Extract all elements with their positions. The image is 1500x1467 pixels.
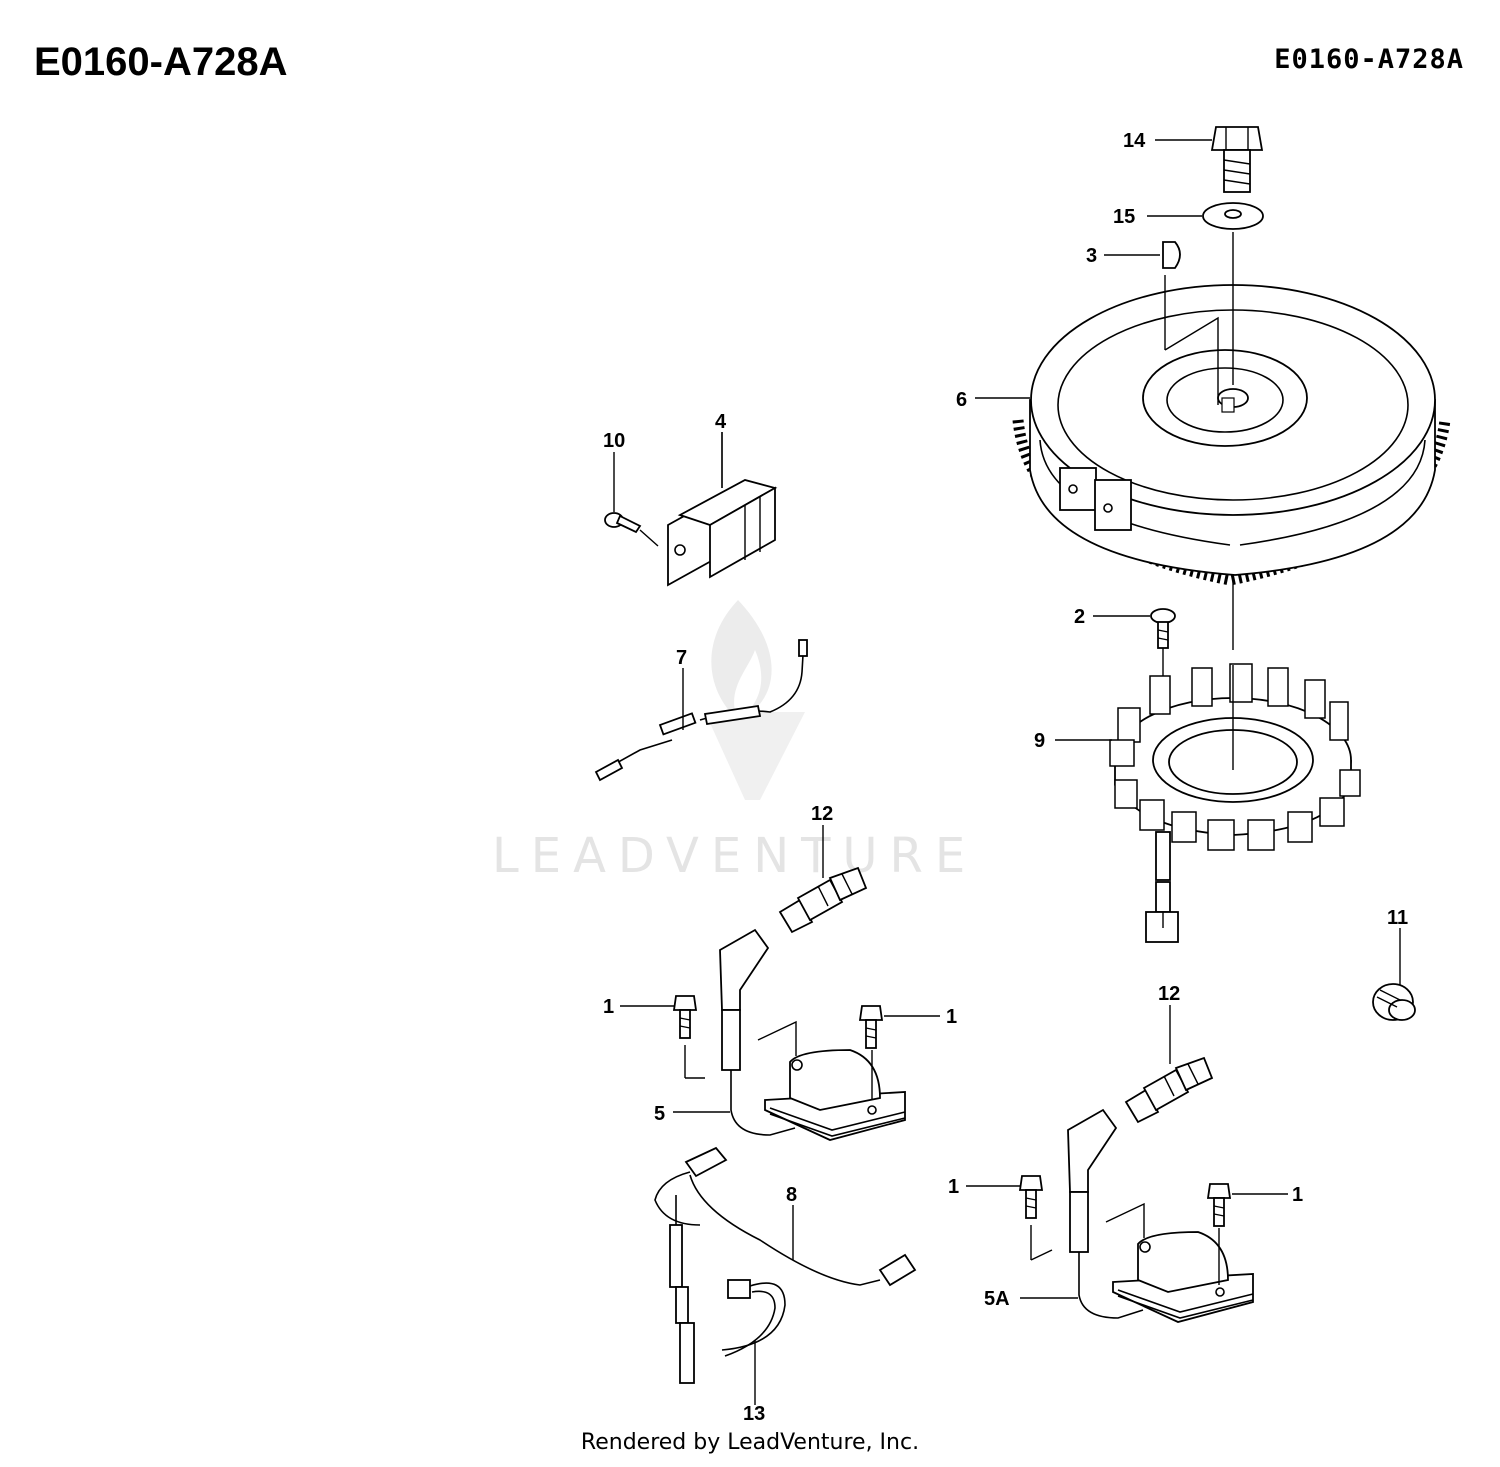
diagram-code: E0160-A728A: [1274, 44, 1464, 75]
callout-13[interactable]: 13: [743, 1403, 765, 1425]
callout-4[interactable]: 4: [715, 411, 727, 433]
callout-6[interactable]: 6: [956, 389, 967, 411]
callout-1-b[interactable]: 1: [946, 1006, 957, 1028]
part-12-spark-plug-upper[interactable]: [778, 866, 868, 934]
callout-15[interactable]: 15: [1113, 206, 1135, 228]
watermark-v-icon: [705, 712, 805, 800]
diagram-title: E0160-A728A: [34, 40, 288, 84]
part-5-ignition-coil[interactable]: [719, 928, 906, 1141]
part-3-key[interactable]: [1162, 241, 1181, 269]
callout-12-upper[interactable]: 12: [811, 803, 833, 825]
watermark-text: LEADVENTURE: [492, 828, 977, 884]
part-9-stator[interactable]: [1109, 663, 1361, 943]
part-5a-ignition-coil[interactable]: [1067, 1108, 1254, 1323]
part-6-flywheel[interactable]: [1012, 232, 1451, 650]
part-1-bolt-b[interactable]: [858, 1005, 884, 1100]
callout-3[interactable]: 3: [1086, 245, 1097, 267]
callout-14[interactable]: 14: [1123, 130, 1146, 152]
callout-1-c[interactable]: 1: [948, 1176, 959, 1198]
callout-1-d[interactable]: 1: [1292, 1184, 1303, 1206]
callout-11[interactable]: 11: [1387, 907, 1408, 929]
part-7-lead[interactable]: [594, 639, 808, 782]
part-1-bolt-c[interactable]: [1018, 1175, 1053, 1261]
callout-8[interactable]: 8: [786, 1184, 797, 1206]
part-14-bolt[interactable]: [1210, 126, 1264, 193]
part-1-bolt-a[interactable]: [672, 995, 705, 1079]
part-13-clamp[interactable]: [721, 1279, 786, 1357]
part-4-module[interactable]: [667, 432, 778, 587]
callout-5a[interactable]: 5A: [984, 1288, 1010, 1310]
callout-1-a[interactable]: 1: [603, 996, 614, 1018]
part-2-screw[interactable]: [1150, 608, 1176, 700]
part-12-spark-plug-lower[interactable]: [1124, 1056, 1214, 1124]
callout-2[interactable]: 2: [1074, 606, 1085, 628]
callout-7[interactable]: 7: [676, 647, 687, 669]
watermark-flame-icon: [711, 600, 772, 720]
callout-9[interactable]: 9: [1034, 730, 1045, 752]
callout-12-lower[interactable]: 12: [1158, 983, 1180, 1005]
part-11-plug[interactable]: [1372, 983, 1416, 1021]
watermark: LEADVENTURE: [492, 600, 977, 884]
part-8-harness[interactable]: [654, 1146, 917, 1384]
part-10-screw[interactable]: [604, 512, 659, 547]
part-15-washer[interactable]: [1202, 202, 1264, 230]
callout-5[interactable]: 5: [654, 1103, 665, 1125]
part-1-bolt-d[interactable]: [1206, 1183, 1232, 1285]
footer-credit: Rendered by LeadVenture, Inc.: [580, 1430, 920, 1455]
callout-10[interactable]: 10: [603, 430, 625, 452]
